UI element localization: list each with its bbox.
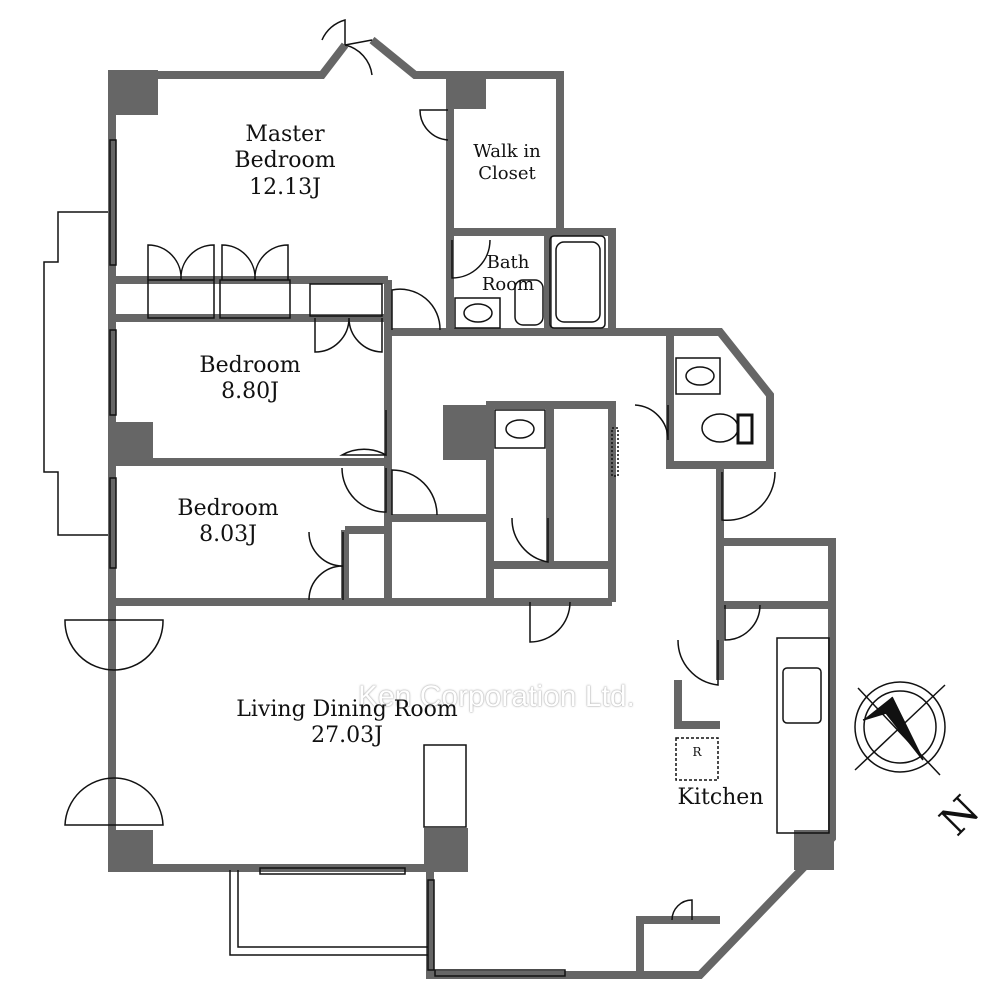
room-name: Bedroom bbox=[177, 496, 279, 521]
walk-in-closet-label: Walk in Closet bbox=[462, 141, 552, 184]
compass-icon bbox=[854, 681, 946, 776]
watermark: Ken Corporation Ltd. bbox=[358, 680, 635, 713]
kitchen-label: Kitchen bbox=[677, 785, 764, 810]
room-size: 27.03J bbox=[311, 723, 383, 749]
room-name: Master bbox=[245, 122, 325, 147]
living-label: Living Dining Room 27.03J bbox=[222, 697, 472, 750]
room-name: Living Dining Room bbox=[236, 697, 458, 722]
bedroom-2-label: Bedroom 8.80J bbox=[180, 353, 320, 406]
room-name: Bedroom bbox=[234, 148, 336, 174]
room-name: Closet bbox=[478, 162, 536, 184]
room-name: Room bbox=[481, 273, 535, 295]
bath-room-label: Bath Room bbox=[468, 252, 548, 295]
columns bbox=[108, 70, 834, 872]
room-size: 8.80J bbox=[221, 379, 279, 405]
room-name: Bedroom bbox=[199, 353, 301, 378]
room-name: Walk in bbox=[473, 141, 541, 162]
room-name: Bath bbox=[486, 252, 530, 273]
room-size: 12.13J bbox=[249, 174, 321, 200]
master-bedroom-label: Master Bedroom 12.13J bbox=[220, 122, 350, 201]
bedroom-3-label: Bedroom 8.03J bbox=[158, 496, 298, 549]
fridge-mark: R bbox=[692, 745, 702, 759]
room-size: 8.03J bbox=[199, 522, 257, 548]
doors bbox=[64, 19, 776, 921]
